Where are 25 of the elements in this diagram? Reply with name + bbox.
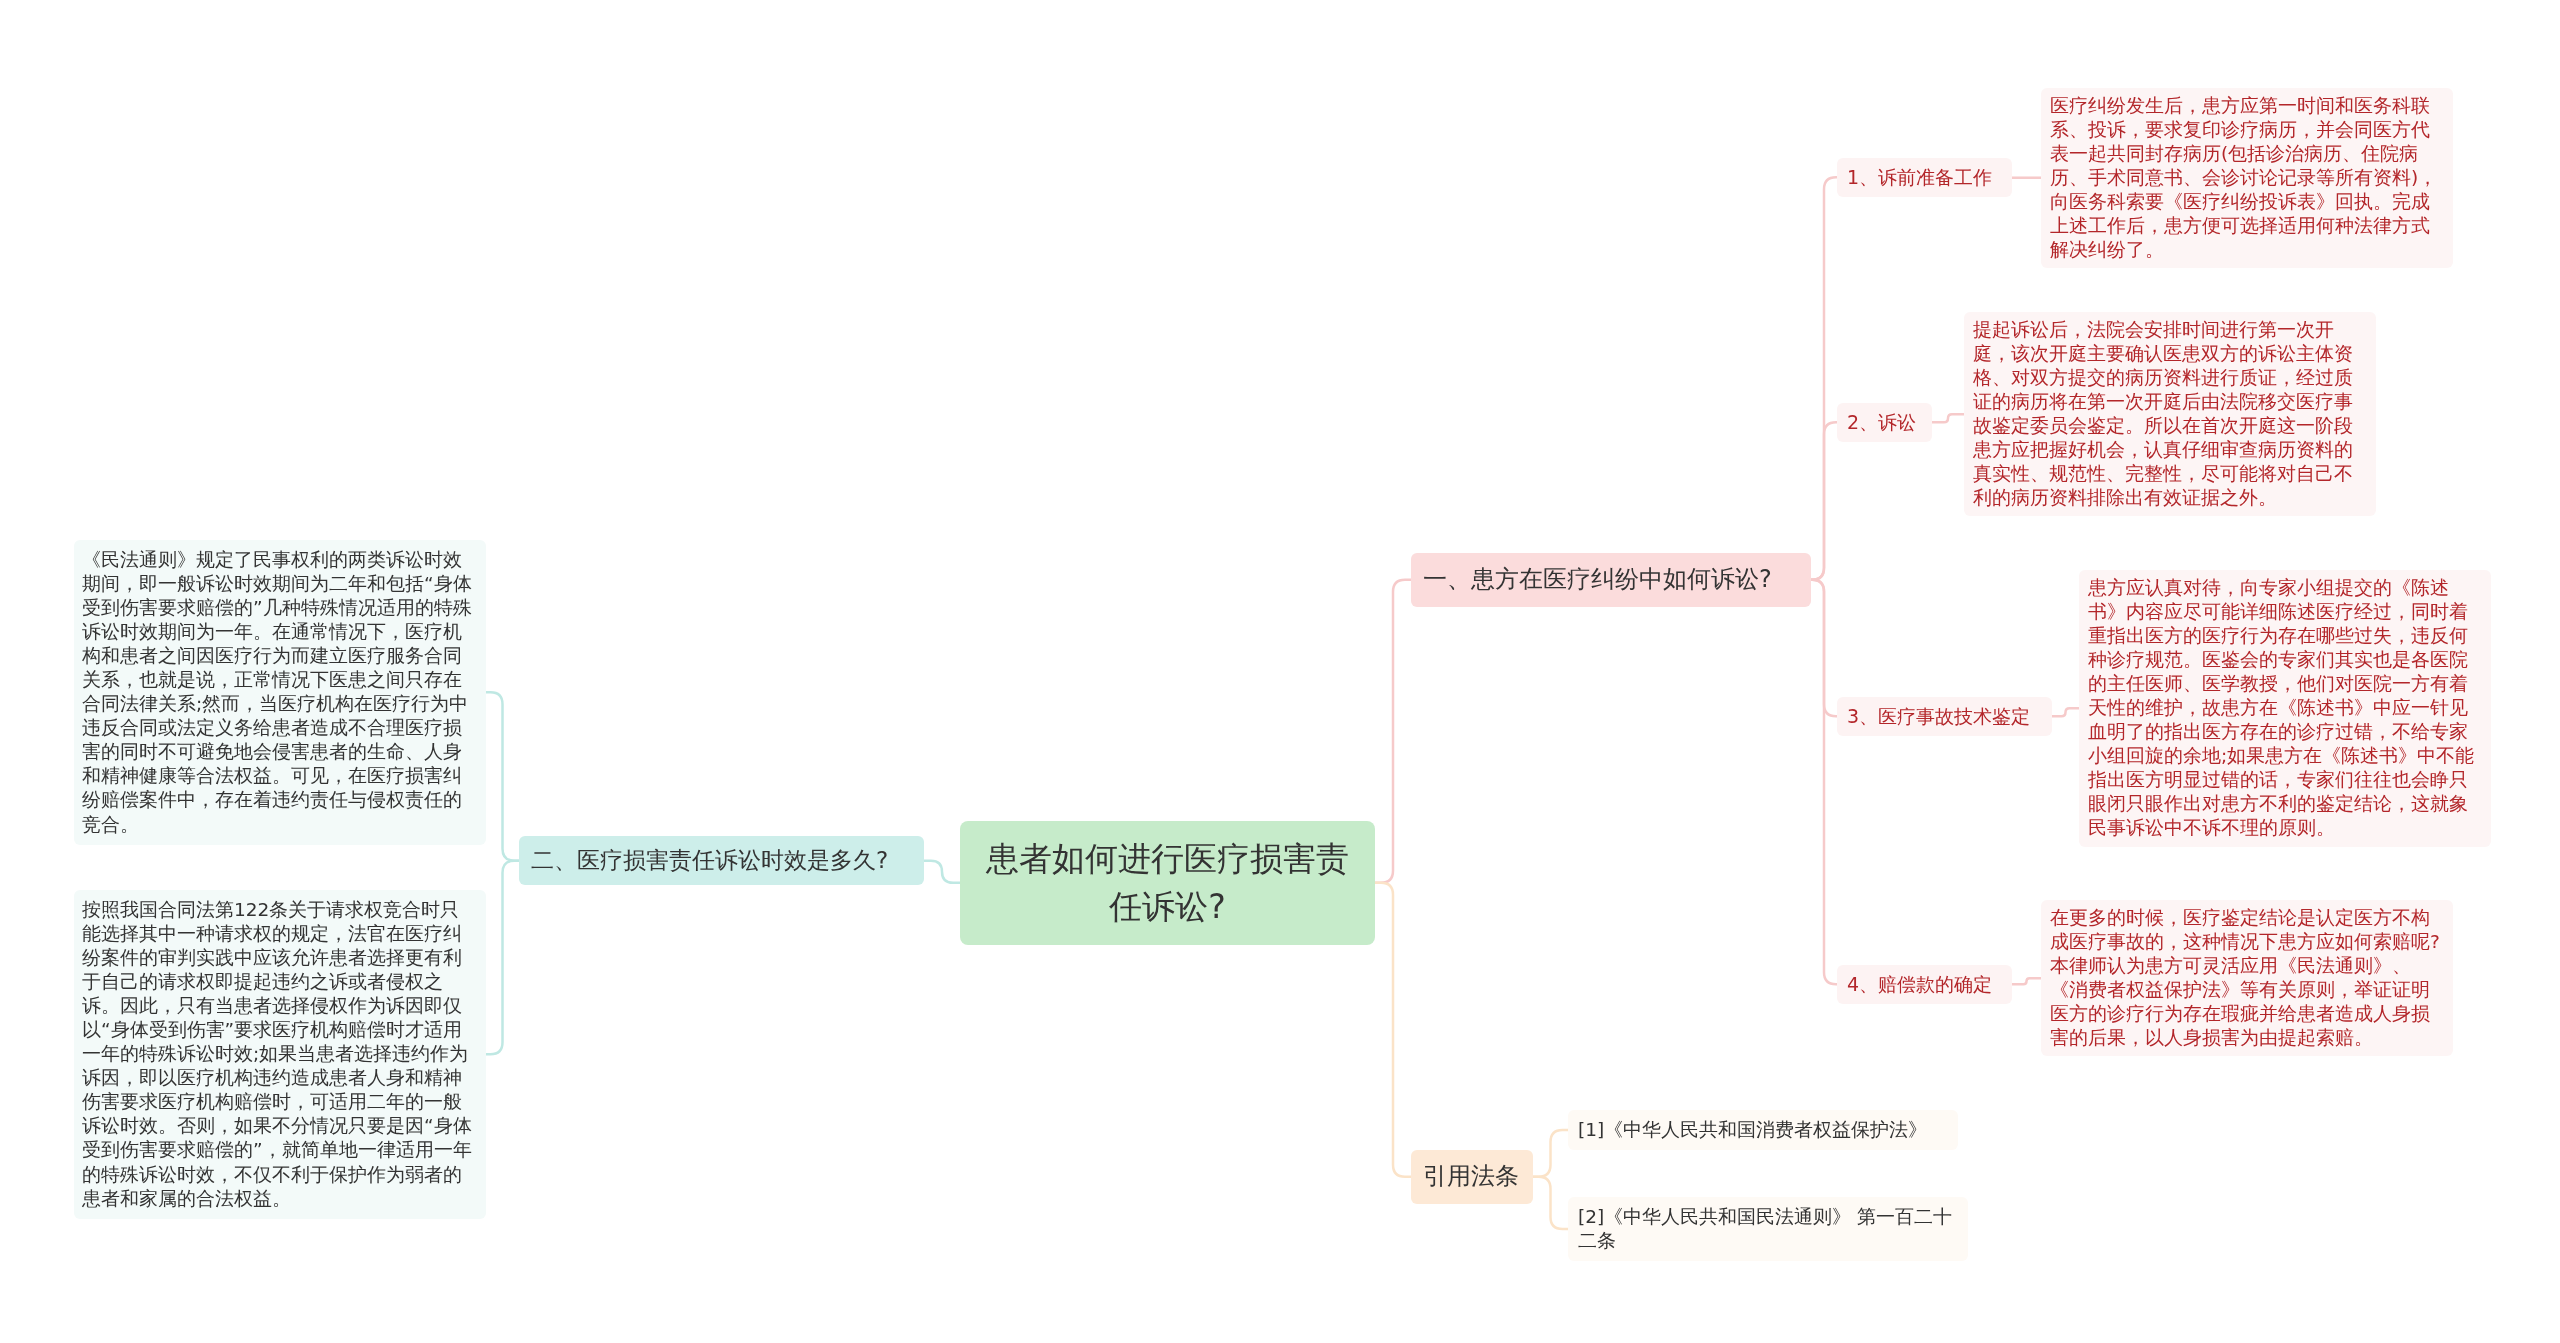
connector-line bbox=[1810, 578, 1838, 986]
note-text: 医疗纠纷发生后，患方应第一时间和医务科联系、投诉，要求复印诊疗病历，并会同医方代表一起共同封存病历(包括诊治病历、住院病历、手术同意书、会诊讨论记录等所有资料)，向医务科索要《医疗纠纷投诉表》回执。完成上述工作后，患方便可选择适用何种法律方式解决纠纷了。 bbox=[2041, 88, 2453, 269]
branch-topic: 一、患方在医疗纠纷中如何诉讼? bbox=[1411, 553, 1811, 607]
reference-text: [2]《中华人民共和国民法通则》 第一百二十二条 bbox=[1568, 1197, 1968, 1262]
note-text: 提起诉讼后，法院会安排时间进行第一次开庭，该次开庭主要确认医患双方的诉讼主体资格、对双方提交的病历资料进行质证，经过质证的病历将在第一次开庭后由法院移交医疗事故鉴定委员会鉴定。所以在首次开庭这一阶段患方应把握好机会，认真仔细审查病历资料的真实性、规范性、完整性，尽可能将对自己不利的病历资料排除出有效证据之外。 bbox=[1964, 312, 2376, 517]
note-text: 按照我国合同法第122条关于请求权竞合时只能选择其中一种请求权的规定，法官在医疗纠纷案件的审判实践中应该允许患者选择更有利于自己的请求权即提起违约之诉或者侵权之诉。因此，只有当患者选择侵权作为诉因即仅以“身体受到伤害”要求医疗机构赔偿时才适用一年的特殊诉讼时效;如果当患者选择违约作为诉因，即以医疗机构违约造成患者人身和精神伤害要求医疗机构赔偿时，可适用二年的一般诉讼时效。否则，如果不分情况只要是因“身体受到伤害要求赔偿的”，就简单地一律适用一年的特殊诉讼时效，不仅不利于保护作为弱者的患者和家属的合法权益。 bbox=[74, 890, 486, 1219]
connector-line bbox=[2012, 976, 2041, 986]
connector-line bbox=[1375, 881, 1411, 1179]
reference-text: [1]《中华人民共和国消费者权益保护法》 bbox=[1568, 1110, 1958, 1151]
subtopic-label: 2、诉讼 bbox=[1837, 403, 1932, 442]
connector-line bbox=[1932, 412, 1964, 424]
branch-topic: 引用法条 bbox=[1411, 1150, 1533, 1204]
connector-line bbox=[1810, 421, 1838, 582]
connector-line bbox=[2012, 176, 2041, 179]
branch-topic: 二、医疗损害责任诉讼时效是多久? bbox=[519, 836, 924, 886]
note-text: 在更多的时候，医疗鉴定结论是认定医方不构成医疗事故的，这种情况下患方应如何索赔呢?本律师认为患方可灵活应用《民法通则》、《消费者权益保护法》等有关原则，举证证明医方的诊疗行为存在瑕疵并给患者造成人身损害的后果，以人身损害为由提起索赔。 bbox=[2041, 900, 2453, 1057]
root-topic: 患者如何进行医疗损害责任诉讼? bbox=[960, 821, 1375, 945]
connector-line bbox=[2052, 707, 2079, 718]
connector-line bbox=[924, 859, 960, 885]
connector-line bbox=[1533, 1175, 1568, 1231]
note-text: 患方应认真对待，向专家小组提交的《陈述书》内容应尽可能详细陈述医疗经过，同时着重指出医方的医疗行为存在哪些过失，违反何种诊疗规范。医鉴会的专家们其实也是各医院的主任医师、医学教授，他们对医院一方有着天性的维护，故患方在《陈述书》中应一针见血明了的指出医方存在的诊疗过错，不给专家小组回旋的余地;如果患方在《陈述书》中不能指出医方明显过错的话，专家们往往也会睁只眼闭只眼作出对患方不利的鉴定结论，这就象民事诉讼中不诉不理的原则。 bbox=[2079, 570, 2491, 847]
subtopic-label: 1、诉前准备工作 bbox=[1837, 158, 2012, 197]
subtopic-label: 4、赔偿款的确定 bbox=[1837, 965, 2012, 1004]
subtopic-label: 3、医疗事故技术鉴定 bbox=[1837, 697, 2052, 736]
note-text: 《民法通则》规定了民事权利的两类诉讼时效期间，即一般诉讼时效期间为二年和包括“身体受到伤害要求赔偿的”几种特殊情况适用的特殊诉讼时效期间为一年。在通常情况下，医疗机构和患者之间因医疗行为而建立医疗服务合同关系，也就是说，正常情况下医患之间只存在合同法律关系;然而，当医疗机构在医疗行为中违反合同或法定义务给患者造成不合理医疗损害的同时不可避免地会侵害患者的生命、人身和精神健康等合法权益。可见，在医疗损害纠纷赔偿案件中，存在着违约责任与侵权责任的竞合。 bbox=[74, 540, 486, 845]
